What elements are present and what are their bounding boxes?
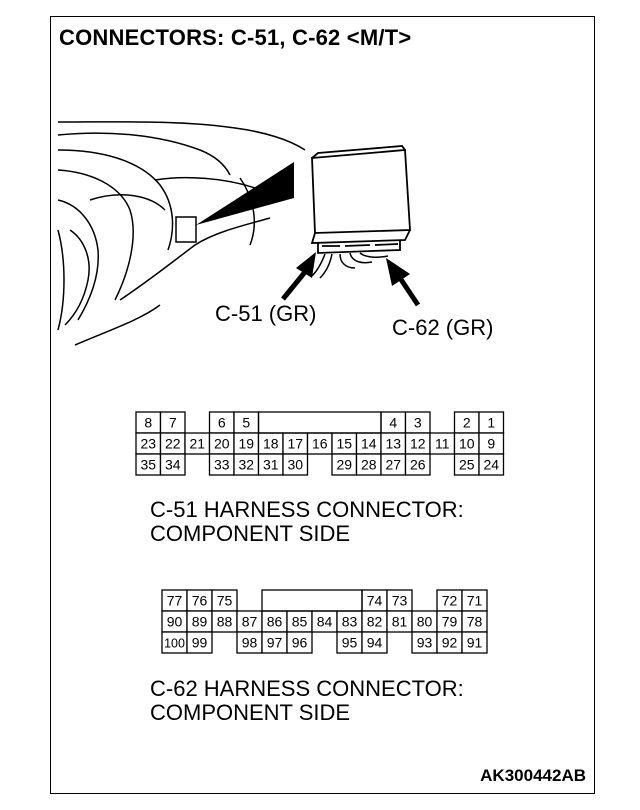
c62-pin-label: 92 bbox=[442, 635, 458, 651]
c51-pin-label: 3 bbox=[414, 415, 422, 431]
c62-pin-label: 73 bbox=[392, 593, 408, 609]
c51-pin-label: 5 bbox=[242, 415, 250, 431]
c51-pin-label: 1 bbox=[487, 415, 495, 431]
c62-pin-label: 94 bbox=[367, 635, 383, 651]
c51-pin-cell bbox=[282, 453, 309, 476]
c51-pin-label: 32 bbox=[238, 457, 254, 473]
c51-pin-label: 26 bbox=[410, 457, 426, 473]
page-title: CONNECTORS: C-51, C-62 <M/T> bbox=[59, 25, 412, 50]
c62-pin-label: 82 bbox=[367, 614, 383, 630]
c51-pin-label: 23 bbox=[140, 436, 156, 452]
c51-pin-label: 31 bbox=[263, 457, 279, 473]
c51-pin-label: 15 bbox=[336, 436, 352, 452]
figure-frame bbox=[50, 16, 595, 794]
c51-pin-label: 8 bbox=[144, 415, 152, 431]
c51-caption-line2: COMPONENT SIDE bbox=[150, 521, 351, 546]
c51-pin-label: 16 bbox=[312, 436, 328, 452]
c51-keyway bbox=[257, 411, 382, 434]
c51-pin-cell bbox=[478, 453, 505, 476]
c62-pin-label: 77 bbox=[167, 593, 183, 609]
c62-pin-label: 90 bbox=[167, 614, 183, 630]
c51-pin-label: 2 bbox=[463, 415, 471, 431]
harness-wires bbox=[311, 252, 389, 279]
pointer-wedge bbox=[196, 162, 294, 225]
c51-pin-label: 13 bbox=[385, 436, 401, 452]
c51-pin-label: 7 bbox=[169, 415, 177, 431]
arrow-c62 bbox=[386, 258, 421, 307]
c51-pin-label: 12 bbox=[410, 436, 426, 452]
c51-pin-label: 9 bbox=[487, 436, 495, 452]
c51-pin-label: 21 bbox=[189, 436, 205, 452]
c62-caption-line2: COMPONENT SIDE bbox=[150, 700, 351, 725]
c62-pin-label: 91 bbox=[467, 635, 483, 651]
c51-pin-label: 6 bbox=[218, 415, 226, 431]
c51-pin-label: 4 bbox=[389, 415, 397, 431]
c62-keyway bbox=[261, 589, 363, 612]
c62-pin-label: 84 bbox=[317, 614, 333, 630]
c51-pin-label: 30 bbox=[287, 457, 303, 473]
c62-pin-label: 85 bbox=[292, 614, 308, 630]
c51-pin-label: 10 bbox=[459, 436, 475, 452]
c62-pin-cell bbox=[361, 631, 388, 654]
c62-pin-label: 97 bbox=[267, 635, 283, 651]
c62-pin-label: 98 bbox=[242, 635, 258, 651]
dashboard-drawing bbox=[57, 121, 306, 346]
c62-caption-line1: C-62 HARNESS CONNECTOR: bbox=[150, 676, 464, 701]
c62-pin-label: 99 bbox=[192, 635, 208, 651]
c62-pin-label: 89 bbox=[192, 614, 208, 630]
c62-pin-label: 72 bbox=[442, 593, 458, 609]
c51-pin-cell bbox=[404, 453, 431, 476]
arrow-c51 bbox=[281, 252, 316, 301]
c51-pin-label: 22 bbox=[165, 436, 181, 452]
c51-pin-label: 18 bbox=[263, 436, 279, 452]
c62-pin-label: 87 bbox=[242, 614, 258, 630]
c51-pin-label: 19 bbox=[238, 436, 254, 452]
c62-pin-label: 93 bbox=[417, 635, 433, 651]
c62-pin-label: 81 bbox=[392, 614, 408, 630]
c62-pin-label: 79 bbox=[442, 614, 458, 630]
c62-pin-label: 96 bbox=[292, 635, 308, 651]
c62-pin-label: 100 bbox=[164, 637, 185, 651]
c62-pin-label: 78 bbox=[467, 614, 483, 630]
c62-pin-cell bbox=[461, 631, 488, 654]
c51-pin-label: 33 bbox=[214, 457, 230, 473]
c51-pin-cell bbox=[159, 453, 186, 476]
c51-pin-label: 24 bbox=[483, 457, 499, 473]
c51-pin-label: 17 bbox=[287, 436, 303, 452]
c51-pin-label: 11 bbox=[435, 436, 450, 452]
c62-pin-label: 83 bbox=[342, 614, 358, 630]
c51-pin-label: 14 bbox=[361, 436, 377, 452]
c51-pin-label: 29 bbox=[336, 457, 352, 473]
c51-pin-label: 25 bbox=[459, 457, 475, 473]
c62-pin-label: 71 bbox=[467, 593, 483, 609]
c51-pin-label: 28 bbox=[361, 457, 377, 473]
c62-pin-cell bbox=[186, 631, 213, 654]
c51-caption-line1: C-51 HARNESS CONNECTOR: bbox=[150, 497, 464, 522]
c62-pin-label: 88 bbox=[217, 614, 233, 630]
c51-location-label: C-51 (GR) bbox=[215, 301, 317, 326]
c62-pin-label: 80 bbox=[417, 614, 433, 630]
c62-pin-label: 75 bbox=[217, 593, 233, 609]
c62-pin-cell bbox=[286, 631, 313, 654]
c51-pin-label: 20 bbox=[214, 436, 230, 452]
c51-pin-label: 27 bbox=[385, 457, 401, 473]
figure-id: AK300442AB bbox=[480, 766, 586, 785]
c62-pin-label: 95 bbox=[342, 635, 358, 651]
c51-pin-label: 34 bbox=[165, 457, 181, 473]
c62-pin-label: 76 bbox=[192, 593, 208, 609]
c62-pin-label: 74 bbox=[367, 593, 383, 609]
c62-location-label: C-62 (GR) bbox=[392, 315, 494, 340]
c62-pin-label: 86 bbox=[267, 614, 283, 630]
ecu-box bbox=[310, 145, 411, 254]
c62-connector-face: 77 76 75 74 73 72 71 90 89 88 87 86 85 84 83 82 81 80 79 78… bbox=[161, 589, 488, 654]
c51-pin-label: 35 bbox=[140, 457, 156, 473]
